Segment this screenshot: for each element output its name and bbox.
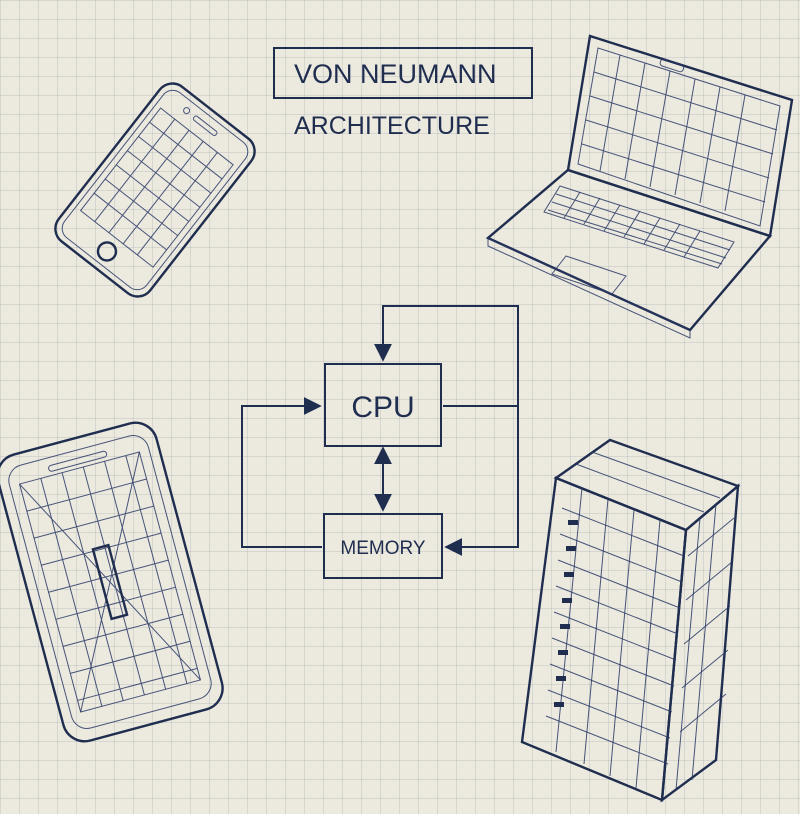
von-neumann-diagram: CPU MEMORY (241, 305, 519, 579)
cpu-label: CPU (351, 391, 414, 424)
title-box (273, 47, 533, 99)
title-line2: ARCHITECTURE (294, 112, 490, 140)
tablet-illustration (0, 421, 224, 743)
cpu-box (324, 363, 442, 447)
memory-box (323, 513, 443, 579)
smartphone-illustration (54, 82, 256, 298)
title-block: VON NEUMANN ARCHITECTURE (273, 47, 533, 140)
right-loop-top-arrow (374, 305, 519, 406)
server-rack-illustration (520, 438, 741, 803)
laptop-illustration (485, 34, 794, 339)
memory-label: MEMORY (340, 538, 425, 559)
right-loop-bottom-arrow (444, 406, 519, 556)
title-line1: VON NEUMANN (294, 59, 497, 89)
left-loop-arrow (241, 397, 322, 548)
